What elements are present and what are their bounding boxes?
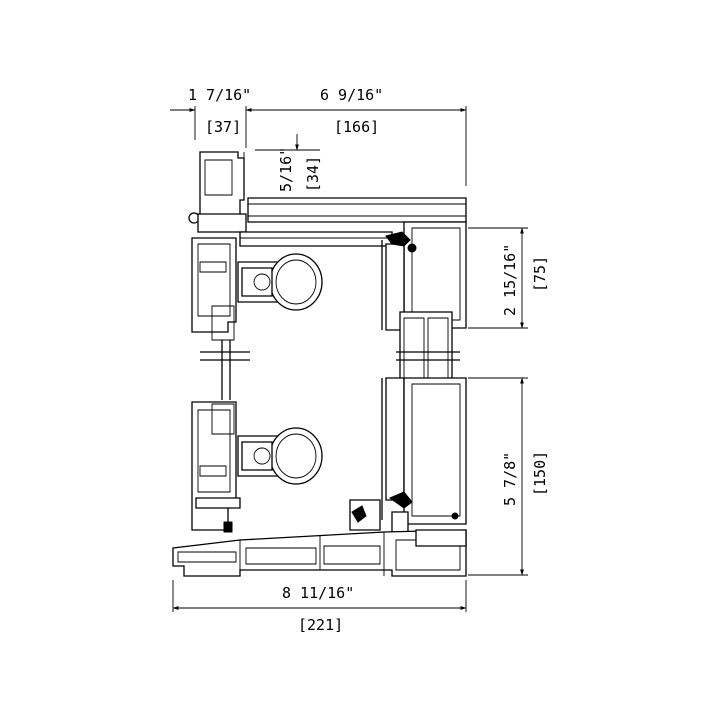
dim-small-height-in: 5/16" (277, 147, 295, 192)
dim-right-upper-mm: [75] (531, 256, 549, 292)
dim-left-width-in: 1 7/16" (188, 86, 251, 104)
dim-right-upper-in: 2 15/16" (501, 244, 519, 316)
dim-top-width-in: 6 9/16" (320, 86, 383, 104)
dim-right-lower-in: 5 7/8" (501, 452, 519, 506)
dim-bottom-width-mm: [221] (298, 616, 343, 634)
dimension-lines (170, 106, 528, 612)
dim-right-lower-mm: [150] (531, 451, 549, 496)
dim-bottom-width-in: 8 11/16" (282, 584, 354, 602)
dim-top-width-mm: [166] (334, 118, 379, 136)
profile-section (172, 151, 467, 577)
dim-small-height-mm: [34] (304, 156, 322, 192)
dim-left-width-mm: [37] (205, 118, 241, 136)
